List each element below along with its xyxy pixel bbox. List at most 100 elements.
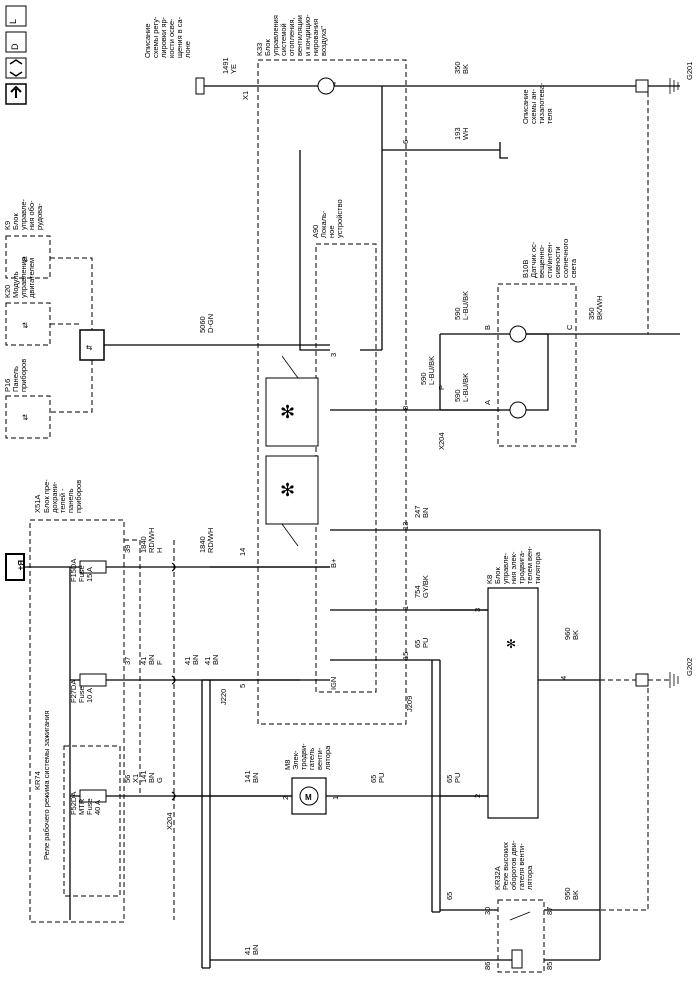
svg-text:F15DA: F15DA (69, 559, 78, 582)
svg-text:KR74: KR74 (33, 771, 42, 790)
svg-text:65: 65 (413, 640, 422, 648)
svg-text:сти/интен-: сти/интен- (545, 242, 554, 278)
svg-text:PU: PU (453, 773, 462, 783)
svg-text:247: 247 (413, 505, 422, 518)
svg-text:D-GN: D-GN (206, 314, 215, 333)
svg-text:Реле высоких: Реле высоких (501, 842, 510, 890)
svg-text:BN: BN (251, 773, 260, 783)
svg-text:37: 37 (123, 657, 132, 665)
svg-text:венти-: венти- (315, 747, 324, 770)
svg-text:41: 41 (243, 947, 252, 955)
svg-text:⇅: ⇅ (22, 255, 29, 264)
svg-text:солнечного: солнечного (561, 239, 570, 278)
svg-text:A: A (483, 400, 492, 405)
svg-text:KR32A: KR32A (493, 866, 502, 890)
svg-text:⇅: ⇅ (22, 413, 29, 422)
svg-text:15: 15 (401, 652, 410, 660)
svg-text:590: 590 (453, 307, 462, 320)
svg-text:Реле рабочего режима системы з: Реле рабочего режима системы зажигания (42, 711, 51, 860)
svg-text:Элек-: Элек- (291, 750, 300, 770)
svg-text:41: 41 (139, 657, 148, 665)
svg-text:BK: BK (571, 630, 580, 640)
svg-text:B+: B+ (329, 558, 338, 568)
svg-text:K9: K9 (3, 221, 12, 230)
svg-text:MTR: MTR (77, 798, 86, 815)
fan-icon-2: ✻ (280, 480, 295, 500)
svg-text:141: 141 (243, 770, 252, 783)
svg-text:Модуль: Модуль (11, 271, 20, 298)
svg-text:87: 87 (545, 907, 554, 915)
svg-text:⇅: ⇅ (22, 321, 29, 330)
svg-text:350: 350 (453, 61, 462, 74)
svg-text:Блок пре-: Блок пре- (42, 479, 51, 513)
svg-text:PU: PU (377, 773, 386, 783)
svg-text:590: 590 (419, 372, 428, 385)
svg-text:3: 3 (329, 353, 338, 357)
desc-icon[interactable]: D (5, 31, 27, 53)
svg-text:1: 1 (401, 606, 410, 610)
svg-text:960: 960 (563, 627, 572, 640)
fan-icon: ✻ (280, 402, 295, 422)
svg-text:вещенно-: вещенно- (537, 244, 546, 278)
svg-text:85: 85 (545, 962, 554, 970)
svg-text:управле-: управле- (501, 552, 510, 584)
svg-text:Блок: Блок (11, 213, 20, 230)
svg-text:30: 30 (483, 907, 492, 915)
loc-icon[interactable]: L (5, 5, 27, 27)
svg-text:BN: BN (421, 508, 430, 518)
svg-text:590: 590 (453, 389, 462, 402)
ref-lighting-schema[interactable]: Описание схемы регу- лировки яр- кости о… (143, 16, 250, 100)
svg-text:оборотов дви-: оборотов дви- (509, 840, 518, 890)
svg-text:350: 350 (587, 307, 596, 320)
svg-text:2: 2 (281, 796, 290, 800)
svg-text:Блок: Блок (263, 39, 272, 56)
svg-text:лятора: лятора (525, 865, 534, 890)
svg-text:P16: P16 (3, 379, 12, 392)
svg-text:схемы регу-: схемы регу- (151, 16, 160, 58)
svg-text:приборов: приборов (19, 359, 28, 392)
svg-text:IGN: IGN (329, 677, 338, 690)
svg-text:телем вен-: телем вен- (525, 546, 534, 584)
svg-text:Панель: Панель (11, 366, 20, 392)
svg-text:6: 6 (401, 140, 410, 144)
svg-text:J209: J209 (405, 696, 414, 712)
svg-text:X204: X204 (165, 812, 174, 830)
svg-text:BN: BN (147, 655, 156, 665)
svg-text:5060: 5060 (198, 316, 207, 333)
svg-text:M: M (305, 793, 312, 802)
svg-text:56: 56 (123, 775, 132, 783)
module-k20: ⇅ K20 Модуль управления двигателем (3, 257, 51, 346)
svg-text:⇆: ⇆ (86, 343, 93, 352)
svg-text:вентиляции: вентиляции (295, 15, 304, 56)
svg-text:системой: системой (279, 23, 288, 56)
ref-defrost-schema[interactable]: Описание схемы ан- тизапотева- теля (521, 82, 554, 124)
svg-text:приборов: приборов (74, 480, 83, 513)
svg-text:Fuse: Fuse (77, 565, 86, 582)
svg-text:J220: J220 (219, 689, 228, 705)
fuse-block-x51a: X51A Блок пре- дохрани- телей - панель п… (29, 479, 125, 923)
svg-text:Fuse: Fuse (77, 686, 86, 703)
data-link-icon[interactable] (5, 57, 27, 79)
fan-icon-k8: ✻ (506, 637, 516, 651)
svg-text:RD/WH: RD/WH (206, 528, 215, 553)
svg-text:устройство: устройство (335, 199, 344, 238)
svg-text:Fuse: Fuse (85, 798, 94, 815)
svg-text:65: 65 (445, 775, 454, 783)
blower-control-k8: K8 Блок управле- ния элек- тродвига- тел… (473, 546, 568, 819)
svg-text:5: 5 (238, 684, 247, 688)
svg-text:8: 8 (401, 406, 410, 410)
up-arrow-icon[interactable] (5, 83, 27, 105)
svg-text:41: 41 (183, 657, 192, 665)
svg-text:нирования: нирования (311, 19, 320, 56)
svg-text:Датчик ос-: Датчик ос- (529, 241, 538, 278)
svg-text:рудова-: рудова- (35, 203, 44, 230)
svg-text:Описание: Описание (143, 23, 152, 58)
svg-text:1840: 1840 (198, 536, 207, 553)
svg-text:D: D (10, 43, 20, 50)
svg-text:PU: PU (421, 638, 430, 648)
svg-text:86: 86 (483, 962, 492, 970)
svg-text:39: 39 (123, 545, 132, 553)
svg-text:BK: BK (461, 64, 470, 74)
svg-text:F52DA: F52DA (69, 792, 78, 815)
svg-text:Блок: Блок (493, 567, 502, 584)
